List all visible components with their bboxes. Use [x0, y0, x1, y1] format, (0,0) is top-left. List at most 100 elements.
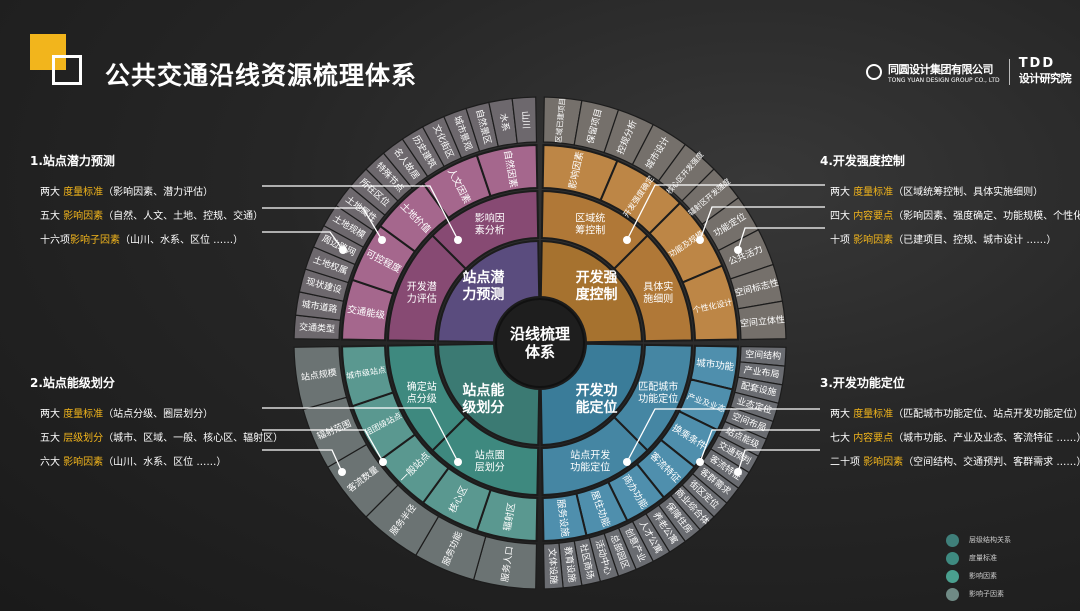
- legend-item: 影响因素: [946, 567, 1011, 585]
- intensity-ring4-segment: [737, 300, 787, 341]
- section-4: 3.开发功能定位两大 度量标准（匹配城市功能定位、站点开发功能定位）七大 内容要…: [820, 374, 1080, 477]
- highlight-term: 影响因素: [63, 211, 104, 222]
- legend-label: 影响子因素: [969, 590, 1004, 598]
- potential-ring1-segment: [436, 239, 541, 344]
- potential-outer-label: 水系: [497, 112, 512, 132]
- callout-dot: [378, 236, 386, 244]
- function-ring3-segment: [541, 492, 588, 542]
- legend-swatch: [946, 551, 959, 565]
- section-line-text: 四大: [830, 211, 854, 222]
- section-line-text: （已建项目、控规、城市设计 ……）: [893, 235, 1057, 246]
- highlight-term: 影响因素: [863, 457, 904, 468]
- callout-dot: [623, 458, 631, 466]
- page-title: 公共交通沿线资源梳理体系: [105, 61, 418, 90]
- level-ring3-label: 辐射区: [501, 501, 518, 532]
- company-logo: 同圆设计集团有限公司 TONG YUAN DESIGN GROUP CO., L…: [866, 57, 1072, 86]
- potential-ring2-label: 影响因素分析: [475, 212, 505, 237]
- highlight-term: 度量标准: [853, 187, 894, 198]
- section-line-text: （城市、区域、一般、核心区、辐射区）: [103, 433, 284, 444]
- legend-item: 层级结构关系: [946, 531, 1011, 549]
- potential-ring4-segment: [511, 96, 538, 144]
- center-circle: [495, 298, 585, 388]
- potential-ring2-label: 开发潜力评估: [407, 280, 437, 305]
- section-line-text: 六大: [40, 457, 64, 468]
- highlight-term: 度量标准: [853, 409, 894, 420]
- section-line-text: （匹配城市功能定位、站点开发功能定位）: [893, 409, 1080, 420]
- section-line-text: （山川、水系、区位 ……）: [103, 457, 227, 468]
- function-ring3-label: 服务设施: [555, 498, 572, 538]
- section-line-text: 五大: [40, 211, 64, 222]
- section-line-text: （站点分级、圈层划分）: [103, 409, 214, 420]
- highlight-term: 度量标准: [63, 409, 104, 420]
- highlight-term: 影响子因素: [70, 235, 120, 246]
- section-line: 二十项 影响因素（空间结构、交通预判、客群需求 ……）: [820, 453, 1080, 477]
- title-deco-yellow-square: [30, 34, 66, 70]
- callout-dot: [454, 236, 462, 244]
- function-ring2-segment: [540, 415, 649, 496]
- legend-label: 影响因素: [969, 572, 997, 580]
- section-line-text: 七大: [830, 433, 854, 444]
- section-line: 六大 影响因素（山川、水系、区位 ……）: [30, 453, 283, 477]
- legend-swatch: [946, 587, 959, 601]
- callout-line: [262, 207, 383, 241]
- level-ring2-label: 确定站点分级: [407, 380, 437, 405]
- section-line-text: 十六项: [40, 235, 70, 246]
- callout-dot: [338, 468, 346, 476]
- section-line: 五大 层级划分（城市、区域、一般、核心区、辐射区）: [30, 429, 283, 453]
- section-1: 1.站点潜力预测两大 度量标准（影响因素、潜力评估）五大 影响因素（自然、人文、…: [30, 152, 263, 255]
- function-outer-label: 文体设施: [546, 548, 560, 585]
- section-line-text: 两大: [830, 187, 854, 198]
- function-ring1-label: 开发功能定位: [576, 382, 618, 416]
- highlight-term: 内容要点: [853, 211, 894, 222]
- callout-line: [737, 227, 825, 251]
- highlight-term: 内容要点: [853, 433, 894, 444]
- section-line-text: （山川、水系、区位 ……）: [120, 235, 244, 246]
- legend-swatch: [946, 569, 959, 583]
- logo-icon: [866, 64, 882, 80]
- level-ring2-label: 站点圈层划分: [475, 448, 505, 473]
- section-line-text: （城市功能、产业及业态、客流特征 ……）: [893, 433, 1080, 444]
- intensity-ring2-label: 具体实施细则: [643, 280, 673, 305]
- callout-dot: [734, 468, 742, 476]
- section-line-text: （自然、人文、土地、控规、交通）: [103, 211, 264, 222]
- intensity-ring2-label: 区域统筹控制: [575, 212, 605, 237]
- function-ring4-segment: [542, 542, 564, 590]
- level-ring1-segment: [436, 342, 541, 447]
- section-line-text: 二十项: [830, 457, 864, 468]
- function-outer-label: 空间结构: [745, 348, 782, 362]
- logo-sub-cn: 设计研究院: [1018, 72, 1072, 85]
- function-ring1-segment: [539, 342, 644, 447]
- potential-ring1-label: 站点潜力预测: [462, 269, 505, 303]
- section-heading: 3.开发功能定位: [820, 376, 905, 390]
- section-heading: 2.站点能级划分: [30, 376, 115, 390]
- legend-item: 度量标准: [946, 549, 1011, 567]
- section-line: 两大 度量标准（站点分级、圈层划分）: [30, 405, 283, 429]
- intensity-outer-label: 区域已建项目: [553, 98, 567, 144]
- logo-company-en: TONG YUAN DESIGN GROUP CO., LTD: [888, 76, 1000, 84]
- function-ring3-label: 城市功能: [696, 357, 736, 374]
- section-line-text: 两大: [40, 187, 64, 198]
- callout-dot: [454, 458, 462, 466]
- section-line-text: （空间结构、交通预判、客群需求 ……）: [903, 457, 1080, 468]
- section-line: 十六项影响子因素（山川、水系、区位 ……）: [30, 231, 263, 255]
- center-label: 沿线梳理体系: [510, 325, 570, 361]
- callout-dot: [623, 236, 631, 244]
- legend-item: 影响子因素: [946, 585, 1011, 603]
- callout-line: [262, 231, 344, 251]
- potential-outer-label: 交通类型: [299, 321, 336, 335]
- section-line: 五大 影响因素（自然、人文、土地、控规、交通）: [30, 207, 263, 231]
- section-line-text: （区域统筹控制、具体实施细则）: [893, 187, 1044, 198]
- callout-line: [262, 429, 384, 463]
- potential-outer-label: 山川: [519, 111, 531, 130]
- section-heading: 4.开发强度控制: [820, 154, 905, 168]
- highlight-term: 影响因素: [63, 457, 104, 468]
- callout-line: [262, 407, 459, 463]
- intensity-ring3-segment: [681, 264, 739, 342]
- highlight-term: 层级划分: [63, 433, 104, 444]
- potential-ring2-segment: [431, 190, 540, 271]
- section-line: 两大 度量标准（匹配城市功能定位、站点开发功能定位）: [820, 405, 1080, 429]
- level-ring3-segment: [341, 344, 395, 408]
- section-line: 七大 内容要点（城市功能、产业及业态、客流特征 ……）: [820, 429, 1080, 453]
- callout-dot: [734, 246, 742, 254]
- callout-line: [699, 429, 820, 463]
